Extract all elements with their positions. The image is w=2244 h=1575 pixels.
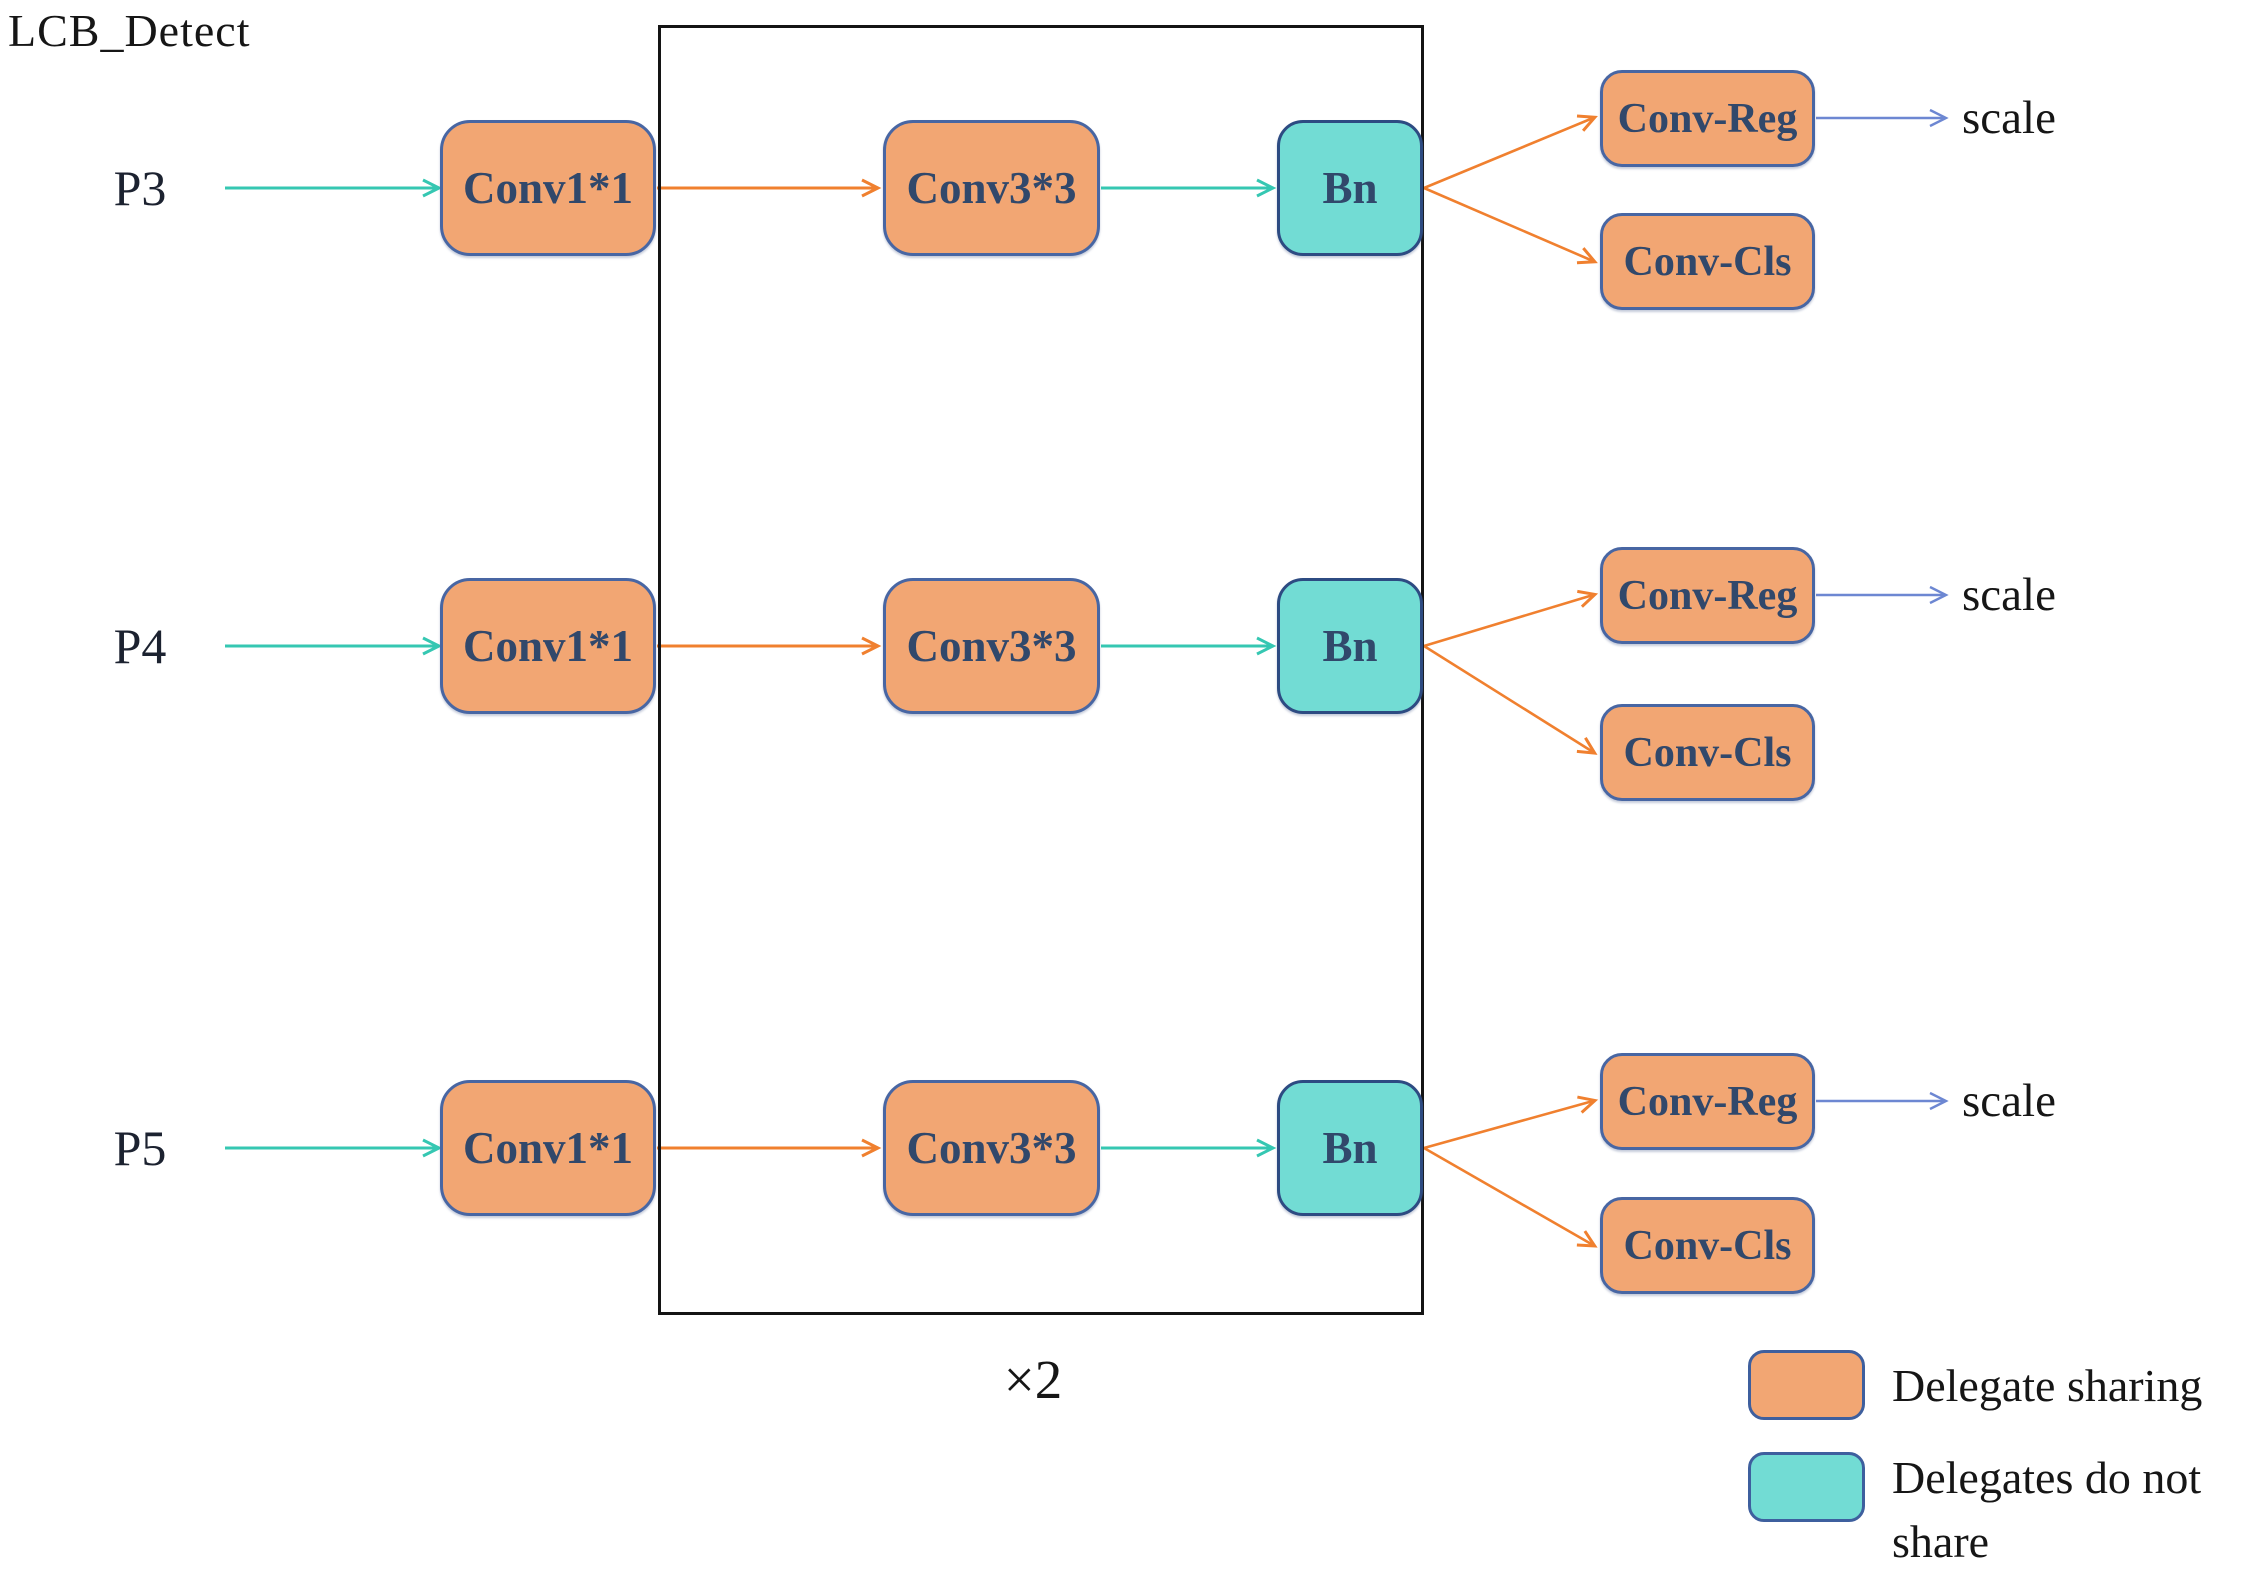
bn-node-row3: Bn xyxy=(1277,1080,1423,1216)
input-label-p5: P5 xyxy=(113,1120,167,1176)
conv-cls-label: Conv-Cls xyxy=(1623,238,1792,285)
conv3x3-label: Conv3*3 xyxy=(906,621,1077,671)
scale-label-row1: scale xyxy=(1962,92,2056,144)
conv-cls-node-row3: Conv-Cls xyxy=(1600,1197,1815,1294)
legend-label-delegate-sharing: Delegate sharing xyxy=(1892,1359,2203,1411)
bn-to-conv-cls-arrow-row1 xyxy=(1423,186,1598,265)
conv-cls-node-row1: Conv-Cls xyxy=(1600,213,1815,310)
bn-to-conv-reg-arrow-row2 xyxy=(1423,589,1599,648)
bn-to-conv-reg-arrow-row3 xyxy=(1423,1095,1599,1150)
conv1x1-label: Conv1*1 xyxy=(462,1123,634,1173)
conv-reg-node-row2: Conv-Reg xyxy=(1600,547,1815,644)
input-label-p3: P3 xyxy=(113,160,167,216)
legend-label-delegates-do-not-share: Delegates do not share xyxy=(1892,1452,2202,1567)
conv-reg-node-row3: Conv-Reg xyxy=(1600,1053,1815,1150)
legend-swatch-delegate-sharing xyxy=(1748,1350,1865,1420)
conv3x3-node-row1: Conv3*3 xyxy=(883,120,1100,256)
conv3x3-label: Conv3*3 xyxy=(906,1123,1077,1173)
diagram-title: LCB_Detect xyxy=(8,5,251,56)
conv1x1-node-row3: Conv1*1 xyxy=(440,1080,656,1216)
bn-label: Bn xyxy=(1322,621,1378,671)
bn-node-row1: Bn xyxy=(1277,120,1423,256)
input-label-p4: P4 xyxy=(113,618,167,674)
conv3x3-node-row3: Conv3*3 xyxy=(883,1080,1100,1216)
conv1x1-node-row1: Conv1*1 xyxy=(440,120,656,256)
conv-reg-label: Conv-Reg xyxy=(1617,572,1798,619)
conv3x3-node-row2: Conv3*3 xyxy=(883,578,1100,714)
conv-reg-label: Conv-Reg xyxy=(1617,95,1798,142)
conv-cls-node-row2: Conv-Cls xyxy=(1600,704,1815,801)
conv1x1-label: Conv1*1 xyxy=(462,163,634,213)
bn-to-conv-reg-arrow-row1 xyxy=(1423,114,1598,190)
bn-to-conv-cls-arrow-row2 xyxy=(1423,644,1598,755)
conv-reg-node-row1: Conv-Reg xyxy=(1600,70,1815,167)
conv3x3-label: Conv3*3 xyxy=(906,163,1077,213)
conv1x1-node-row2: Conv1*1 xyxy=(440,578,656,714)
scale-label-row3: scale xyxy=(1962,1075,2056,1127)
bn-label: Bn xyxy=(1322,163,1378,213)
conv-cls-label: Conv-Cls xyxy=(1623,1222,1792,1269)
bn-to-conv-cls-arrow-row3 xyxy=(1423,1146,1598,1248)
conv-cls-label: Conv-Cls xyxy=(1623,729,1792,776)
conv1x1-label: Conv1*1 xyxy=(462,621,634,671)
conv-reg-label: Conv-Reg xyxy=(1617,1078,1798,1125)
legend-swatch-delegates-do-not-share xyxy=(1748,1452,1865,1522)
bn-node-row2: Bn xyxy=(1277,578,1423,714)
repeat-multiplier-label: ×2 xyxy=(1003,1349,1063,1410)
bn-label: Bn xyxy=(1322,1123,1378,1173)
scale-label-row2: scale xyxy=(1962,569,2056,621)
